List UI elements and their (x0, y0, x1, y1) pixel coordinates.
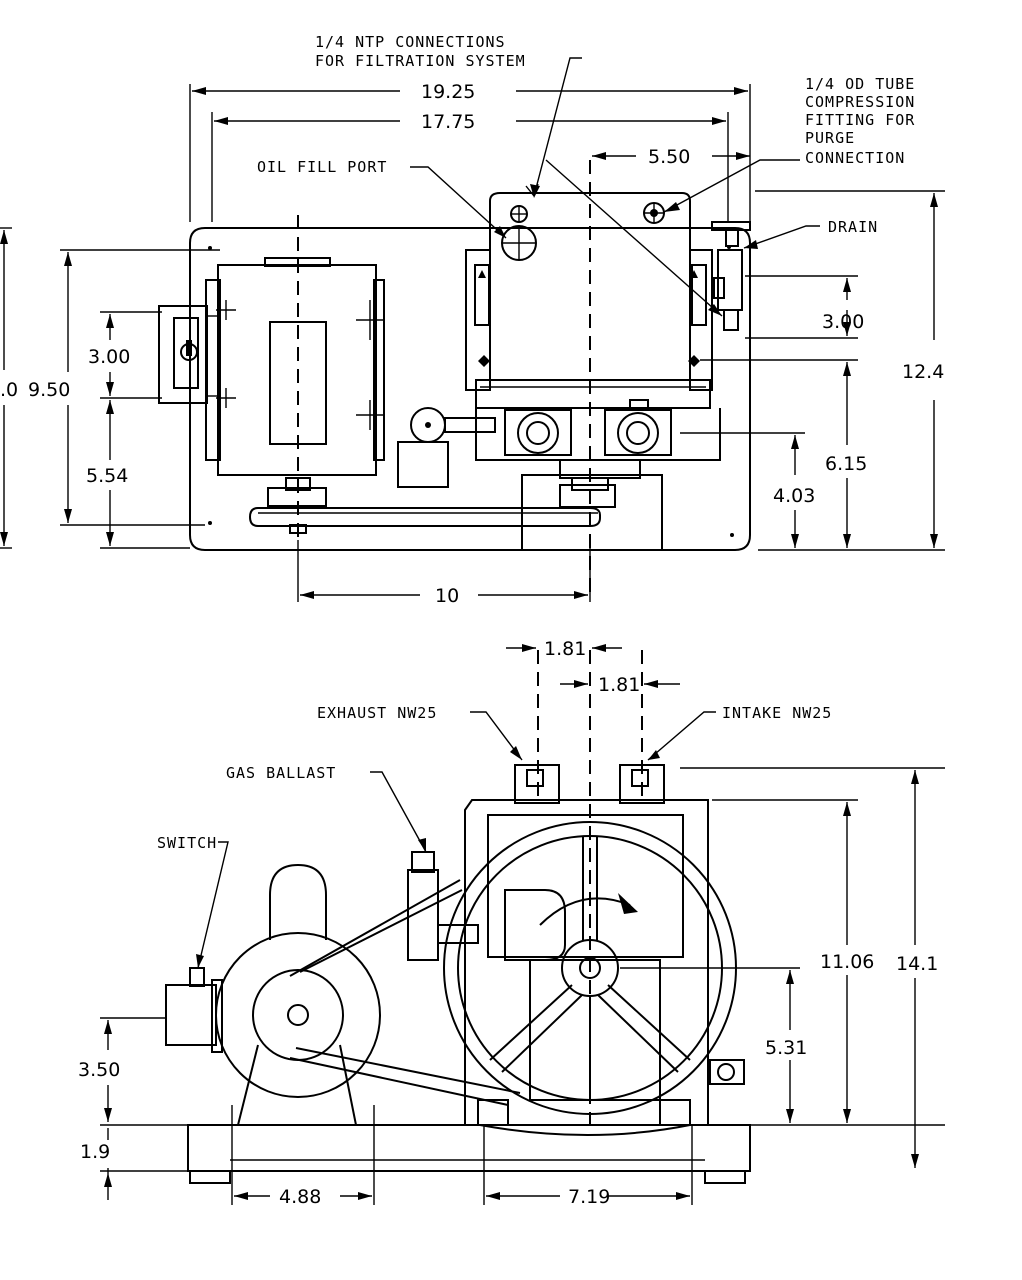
dim-purge-offset: 5.50 (648, 146, 690, 168)
callout-ntp-line2: FOR FILTRATION SYSTEM (315, 52, 526, 70)
side-view: EXHAUST NW25 INTAKE NW25 GAS BALLAST SWI… (78, 638, 945, 1208)
belt-top (248, 474, 663, 551)
dim-shaft-height: 5.31 (765, 1037, 807, 1059)
motor-side (165, 863, 381, 1126)
callout-intake: INTAKE NW25 (722, 704, 832, 722)
dim-pump-feet-spacing: 7.19 (568, 1186, 610, 1208)
dim-intake-offset: 1.81 (598, 674, 640, 696)
dim-drain-spacing: 3.00 (822, 311, 864, 333)
switch-box-top (158, 305, 220, 404)
dim-exhaust-offset: 1.81 (544, 638, 586, 660)
dim-overall-width: 19.25 (421, 81, 475, 103)
side-view-leaders (196, 711, 716, 969)
dim-switch-height: 3.00 (88, 346, 130, 368)
base-plate-top (189, 227, 751, 551)
pump-top (397, 160, 751, 600)
callout-drain: DRAIN (828, 218, 878, 236)
dim-overall-height: 14.1 (896, 953, 938, 975)
dim-motor-offset: 5.54 (86, 465, 128, 487)
dim-overall-depth: 12.4 (902, 361, 944, 383)
top-view: 1/4 NTP CONNECTIONS FOR FILTRATION SYSTE… (0, 33, 945, 607)
callout-tube-line1: 1/4 OD TUBE (805, 75, 915, 93)
callout-oil-fill-port: OIL FILL PORT (257, 158, 387, 176)
dim-motor-depth: 9.50 (28, 379, 70, 401)
callout-tube-line3: FITTING FOR (805, 111, 915, 129)
belt-side (289, 879, 521, 1106)
dim-base-width: 17.75 (421, 111, 475, 133)
side-view-dimensions (100, 644, 945, 1205)
dim-pump-height: 11.06 (820, 951, 874, 973)
callout-ntp-line1: 1/4 NTP CONNECTIONS (315, 33, 506, 51)
top-view-leaders (410, 57, 820, 317)
base-side (187, 1124, 751, 1184)
dim-motor-feet-spacing: 4.88 (279, 1186, 321, 1208)
callout-switch: SWITCH (157, 834, 217, 852)
dim-port-offset: 4.03 (773, 485, 815, 507)
dim-pulley-spacing: 10 (435, 585, 459, 607)
pump-side (407, 764, 745, 1126)
motor-top (205, 215, 385, 540)
top-view-dimensions (0, 84, 945, 602)
callout-exhaust: EXHAUST NW25 (317, 704, 437, 722)
callout-gas-ballast: GAS BALLAST (226, 764, 336, 782)
dim-motor-shaft-height: 3.50 (78, 1059, 120, 1081)
dim-base-height: 1.9 (80, 1141, 110, 1163)
dim-pump-centerline: 6.15 (825, 453, 867, 475)
dim-left-depth: .0 (0, 379, 18, 401)
callout-tube-line5: CONNECTION (805, 149, 905, 167)
callout-tube-line4: PURGE (805, 129, 855, 147)
callout-tube-line2: COMPRESSION (805, 93, 915, 111)
